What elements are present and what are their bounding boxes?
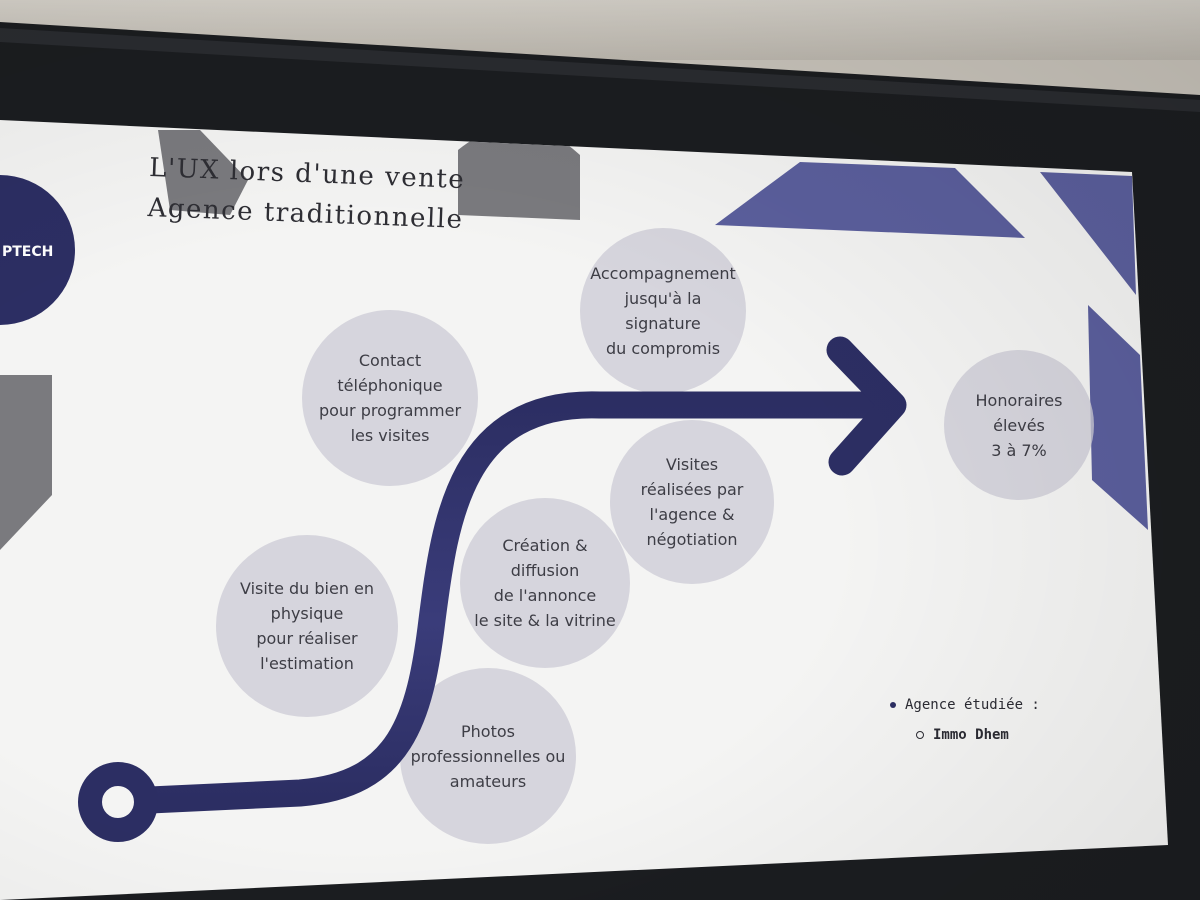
arrow-head xyxy=(826,336,907,476)
hollow-bullet-icon xyxy=(916,731,924,739)
step-text-visites-agence: Visites réalisées par l'agence & négotia… xyxy=(640,455,744,549)
blue-corner-shape xyxy=(1040,172,1136,295)
legend: Agence étudiée : Immo Dhem xyxy=(890,690,1040,750)
step-text-honoraires: Honoraires élevés 3 à 7% xyxy=(975,390,1063,460)
step-text-contact: Contact téléphonique pour programmer les… xyxy=(318,351,462,445)
step-text-photos: Photos professionnelles ou amateurs xyxy=(410,721,566,791)
step-bubble-visites-agence: Visites réalisées par l'agence & négotia… xyxy=(610,420,774,584)
gray-pentagon-shape xyxy=(0,375,52,550)
step-bubble-visite: Visite du bien en physique pour réaliser… xyxy=(216,535,398,717)
logo-circle xyxy=(0,175,75,325)
blue-side-shape xyxy=(1088,305,1148,530)
bullet-icon xyxy=(890,702,896,708)
step-text-accompagnement: Accompagnement jusqu'à la signature du c… xyxy=(590,264,736,358)
gray-semicircle-shape xyxy=(458,126,580,220)
step-bubble-contact: Contact téléphonique pour programmer les… xyxy=(302,310,478,486)
journey-start-ring xyxy=(78,762,158,842)
legend-heading-row: Agence étudiée : xyxy=(890,690,1040,720)
step-bubble-accompagnement: Accompagnement jusqu'à la signature du c… xyxy=(580,228,746,394)
gray-trapezoid-shape xyxy=(158,130,248,215)
blue-triangle-shape xyxy=(715,162,1025,238)
legend-agency: Immo Dhem xyxy=(933,727,1009,743)
step-text-creation: Création & diffusion de l'annonce le sit… xyxy=(474,536,616,630)
slide-title: L'UX lors d'une vente Agence traditionne… xyxy=(147,148,466,240)
legend-agency-row: Immo Dhem xyxy=(890,720,1040,750)
logo-text: PTECH xyxy=(2,244,54,260)
step-bubble-creation: Création & diffusion de l'annonce le sit… xyxy=(460,498,630,668)
journey-path xyxy=(136,391,904,814)
legend-heading: Agence étudiée : xyxy=(905,697,1040,713)
step-text-visite: Visite du bien en physique pour réaliser… xyxy=(239,579,375,673)
step-bubble-honoraires: Honoraires élevés 3 à 7% xyxy=(944,350,1094,500)
